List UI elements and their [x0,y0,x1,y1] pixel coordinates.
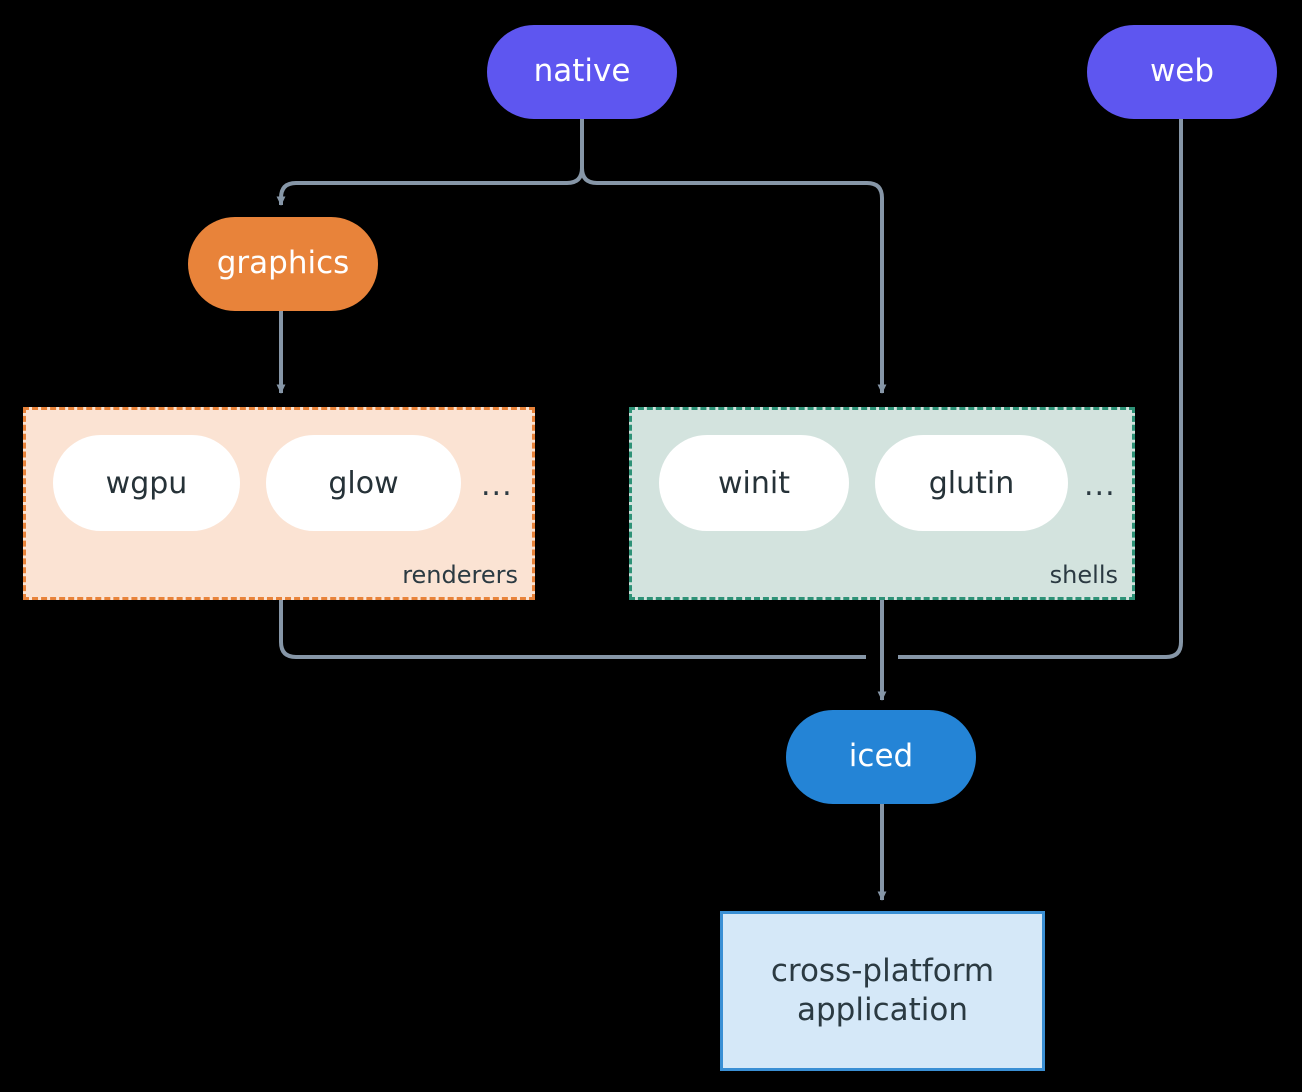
group-renderers[interactable]: wgpu glow ... renderers [23,407,535,600]
group-renderers-label: renderers [402,561,518,589]
shells-overflow-ellipsis: ... [1084,468,1116,503]
node-native[interactable]: native [487,25,677,119]
chip-winit[interactable]: winit [659,435,849,531]
application-label-line1: cross-platform [770,952,995,989]
node-web-label: web [1149,53,1215,90]
renderers-overflow-ellipsis: ... [481,468,513,503]
chip-wgpu[interactable]: wgpu [53,435,240,531]
group-shells-label: shells [1049,561,1118,589]
chip-winit-label: winit [718,465,790,501]
node-native-label: native [533,53,631,90]
application-label-line2: application [797,992,968,1028]
edge-renderers-to-iced [279,600,866,659]
chip-glutin[interactable]: glutin [875,435,1068,531]
chip-wgpu-label: wgpu [105,465,188,501]
edge-native-to-graphics [276,167,584,206]
group-shells[interactable]: winit glutin ... shells [629,407,1135,600]
chip-glow[interactable]: glow [266,435,461,531]
node-iced-label: iced [848,738,914,775]
node-iced[interactable]: iced [786,710,976,804]
edge-native-to-shells [580,167,887,394]
chip-glow-label: glow [328,465,399,501]
node-graphics[interactable]: graphics [188,217,378,311]
chip-glutin-label: glutin [928,465,1015,501]
node-web[interactable]: web [1087,25,1277,119]
node-graphics-label: graphics [216,245,350,282]
node-application[interactable]: cross-platform application [720,911,1045,1071]
